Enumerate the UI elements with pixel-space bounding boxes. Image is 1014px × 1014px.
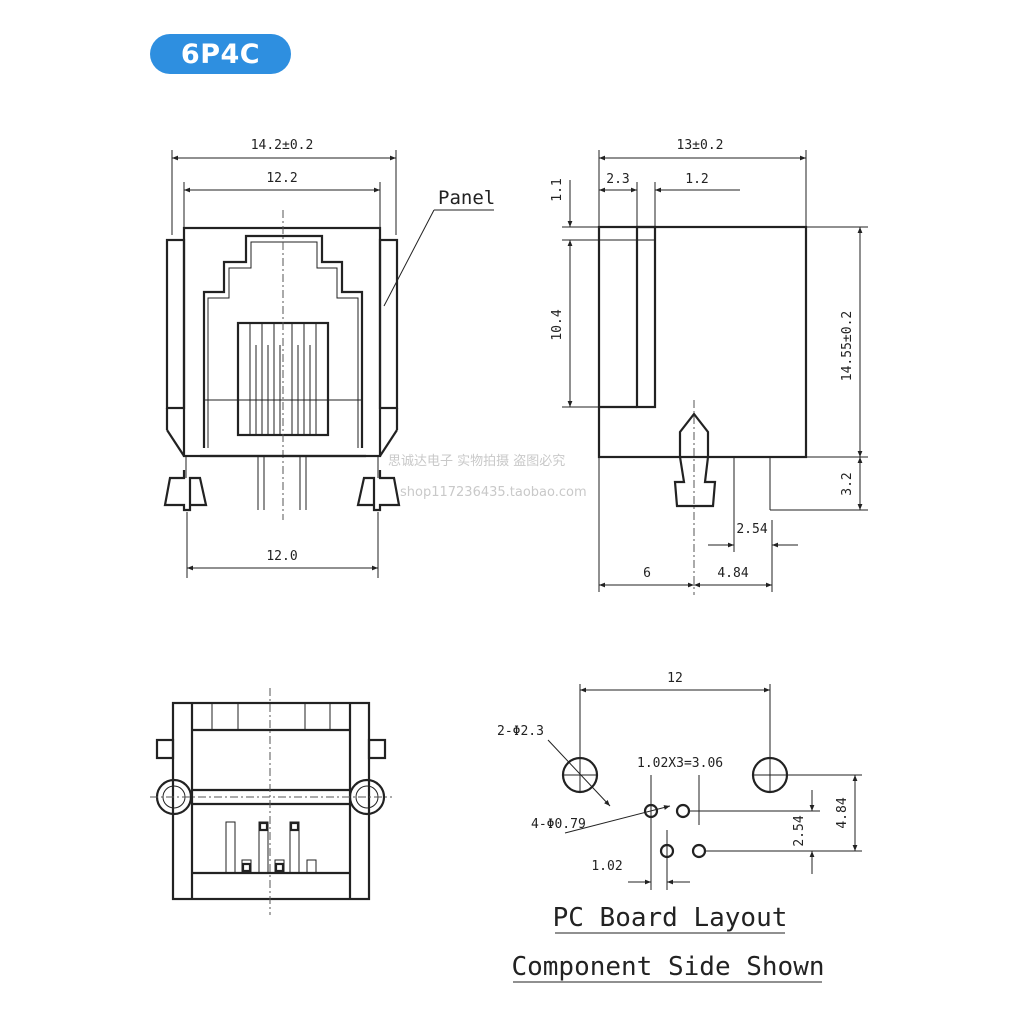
front-dim-bottom: 12.0 xyxy=(266,549,297,564)
pcb-title: PC Board Layout xyxy=(553,903,788,933)
panel-label: Panel xyxy=(438,187,495,209)
side-dim-vert-small: 1.1 xyxy=(550,178,565,201)
pcb-layout: 12 2-Φ2.3 1.02X3=3.06 1.02 4-Φ0.79 2.54 … xyxy=(497,671,862,983)
side-dim-pin-len: 3.2 xyxy=(840,472,855,495)
pcb-dim-484: 4.84 xyxy=(835,797,850,828)
pcb-dim-254: 2.54 xyxy=(792,815,807,846)
pin-hole xyxy=(691,843,707,859)
watermark-line2: shop117236435.taobao.com xyxy=(400,485,587,500)
side-dim-bottom-right: 4.84 xyxy=(717,566,748,581)
side-dim-bottom-left: 6 xyxy=(643,566,651,581)
side-dim-left-small: 2.3 xyxy=(606,172,629,187)
pcb-hole-small: 4-Φ0.79 xyxy=(531,817,586,832)
front-view: 14.2±0.2 12.2 xyxy=(163,138,495,578)
side-dim-height: 14.55±0.2 xyxy=(840,311,855,381)
pcb-pitch-note: 1.02X3=3.06 xyxy=(637,756,723,771)
side-dim-top: 13±0.2 xyxy=(677,138,724,153)
bottom-view xyxy=(150,688,392,915)
pcb-hole-large: 2-Φ2.3 xyxy=(497,724,544,739)
side-dim-right-small: 1.2 xyxy=(685,172,708,187)
pcb-dim-102: 1.02 xyxy=(591,859,622,874)
pcb-dim-top: 12 xyxy=(667,671,683,686)
watermark-line1: 思诚达电子 实物拍摄 盗图必究 xyxy=(388,453,565,469)
side-dim-pin-pitch: 2.54 xyxy=(736,522,767,537)
model-badge: 6P4C xyxy=(150,34,291,74)
side-dim-vert-mid: 10.4 xyxy=(550,309,565,340)
side-view: 13±0.2 2.3 1.2 1.1 10.4 14.55±0.2 3.2 2.… xyxy=(550,138,868,595)
front-dim-inner: 12.2 xyxy=(266,171,297,186)
pin-hole xyxy=(675,803,691,819)
front-dim-outer: 14.2±0.2 xyxy=(251,138,314,153)
pcb-subtitle: Component Side Shown xyxy=(511,952,824,982)
